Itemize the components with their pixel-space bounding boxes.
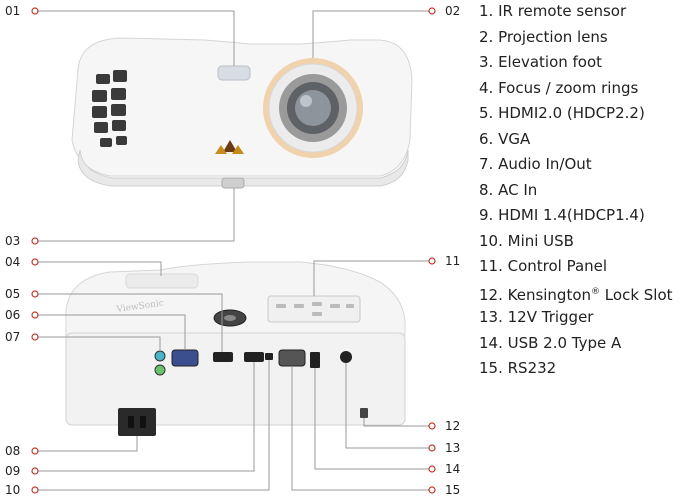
leader-07 [35,336,161,351]
audio-in-jack [154,350,166,362]
front-vent-grille [92,70,127,147]
control-panel-keys [276,302,354,316]
callout-leaders [31,7,436,494]
callout-07: 07 [5,330,21,344]
leader-06 [35,314,186,350]
legend-item: 1. IR remote sensor [479,2,627,20]
leader-08-dot [31,447,39,455]
leader-15 [291,366,432,491]
rear-panel [65,332,406,426]
leader-11-dot [428,257,436,265]
hdmi-1-4-port [244,352,264,362]
elevation-foot [221,177,245,189]
legend-item: 6. VGA [479,129,531,148]
leader-14 [314,368,432,470]
callout-11: 11 [445,254,461,268]
leader-13 [345,363,432,449]
legend-item: 4. Focus / zoom rings [479,78,639,97]
rear-view: ViewSonic [65,261,406,436]
leader-01-dot [31,7,39,15]
leader-08 [35,436,138,452]
legend-item: 5. HDMI2.0 (HDCP2.2) [479,104,645,122]
legend-item: 3. Elevation foot [479,53,603,71]
usb-a-port [310,352,320,368]
hdmi-2-port [213,352,233,362]
legend-item: 13. 12V Trigger [479,308,594,326]
legend-item: 7. Audio In/Out [479,155,592,173]
callout-09: 09 [5,464,21,478]
leader-10 [35,360,270,491]
callout-14: 14 [445,462,461,476]
vga-port [171,349,199,367]
trigger-12v-jack [340,351,352,363]
leader-14-dot [428,465,436,473]
leader-06-dot [31,311,39,319]
leader-05-dot [31,290,39,298]
leader-10-dot [31,486,39,494]
callout-08: 08 [5,444,21,458]
legend-item: 2. Projection lens [479,27,608,46]
leader-01 [35,10,235,66]
leader-05 [35,293,223,352]
leader-11 [313,260,432,296]
callout-01: 01 [5,4,21,18]
leader-13-dot [428,444,436,452]
rear-ports [118,349,368,436]
control-panel [267,295,361,323]
audio-out-jack [154,364,166,376]
rs232-port [278,349,306,367]
leader-04-dot [31,258,39,266]
ir-remote-sensor-window [217,65,251,81]
legend-item: 14. USB 2.0 Type A [479,333,622,352]
callout-04: 04 [5,255,21,269]
viewsonic-birds-logo [215,140,244,154]
leader-03 [35,188,235,242]
rear-top-window [125,273,199,289]
callout-03: 03 [5,234,21,248]
leader-02 [312,10,432,58]
feature-legend: 1. IR remote sensor 2. Projection lens 3… [479,0,673,383]
projection-lens [263,58,363,158]
leader-03-dot [31,237,39,245]
leader-07-dot [31,333,39,341]
legend-item: 10. Mini USB [479,231,574,250]
leader-12-dot [428,422,436,430]
kensington-slot [360,408,368,418]
leader-02-dot [428,7,436,15]
callout-10: 10 [5,483,21,497]
callout-02: 02 [445,4,461,18]
callout-13: 13 [445,441,461,455]
legend-item: 12. Kensington® Lock Slot [479,285,673,304]
callout-12: 12 [445,419,461,433]
ac-in-socket [118,408,156,436]
leader-04 [35,261,162,276]
legend-item: 15. RS232 [479,359,557,377]
legend-item: 9. HDMI 1.4(HDCP1.4) [479,206,645,224]
leader-09 [35,362,255,472]
callout-05: 05 [5,287,21,301]
mini-usb-port [265,353,273,360]
callout-06: 06 [5,308,21,322]
leader-12 [363,418,432,427]
leader-09-dot [31,467,39,475]
legend-item: 11. Control Panel [479,257,608,275]
leader-15-dot [428,486,436,494]
legend-item: 8. AC In [479,180,538,199]
front-view [71,37,413,189]
callout-15: 15 [445,483,461,497]
